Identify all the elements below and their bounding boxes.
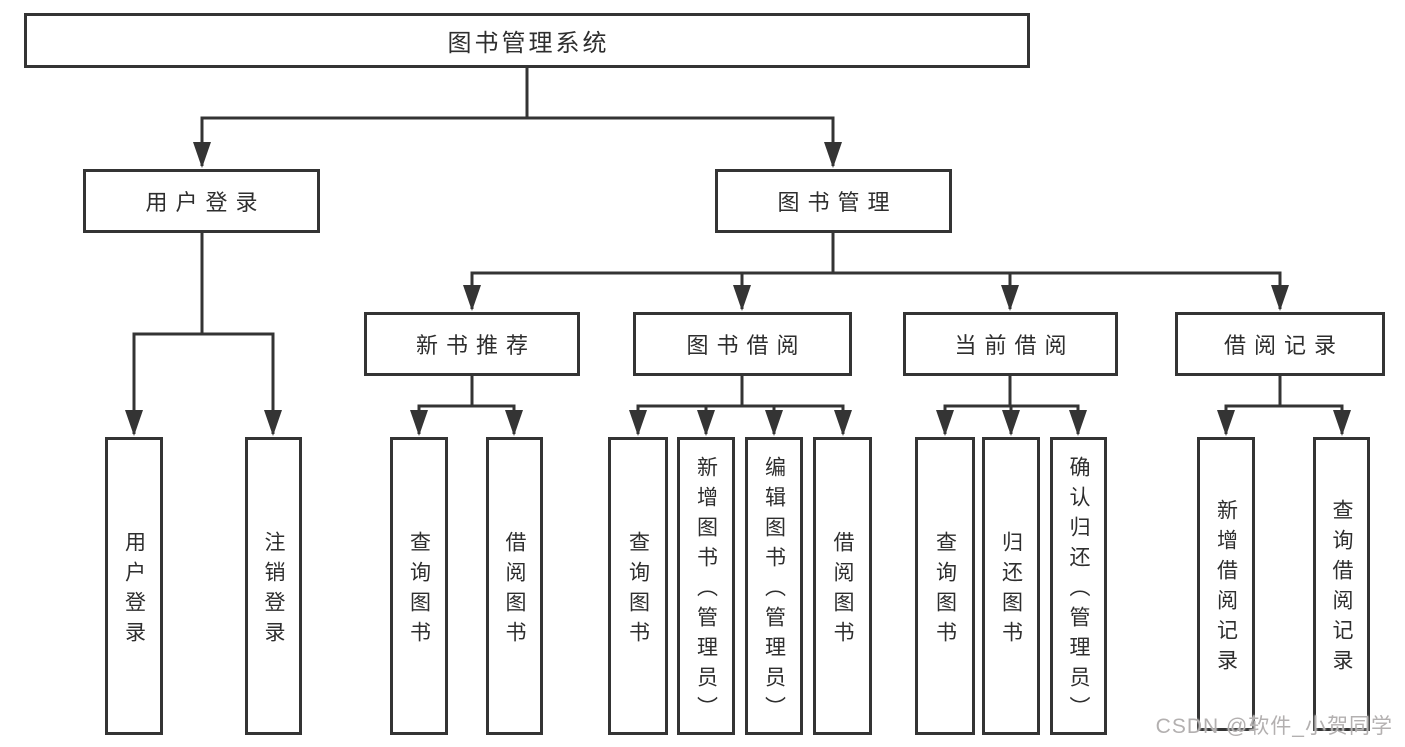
csdn-watermark: CSDN @软件_小贺同学: [1155, 715, 1393, 738]
edges-book-borrowing-to-leaves: [629, 376, 852, 436]
leaf-query-book-recommend: 查询图书: [390, 437, 448, 735]
leaf-add-book-admin-label: 新增图书（管理员）: [694, 455, 718, 726]
leaf-query-borrow-record-label: 查询借阅记录: [1330, 498, 1353, 679]
leaf-return-book: 归还图书: [982, 437, 1040, 735]
node-root-system: 图书管理系统: [24, 13, 1030, 68]
leaf-edit-book-admin: 编辑图书（管理员）: [745, 437, 803, 735]
edges-current-borrowing-to-leaves: [936, 376, 1087, 436]
node-user-login-label: 用户登录: [145, 190, 266, 215]
node-book-management-label: 图书管理: [777, 190, 898, 215]
leaf-query-book-current: 查询图书: [915, 437, 975, 735]
leaf-add-book-admin: 新增图书（管理员）: [677, 437, 735, 735]
node-book-borrowing-label: 图书借阅: [686, 333, 807, 358]
edges-borrowing-records-to-leaves: [1217, 376, 1351, 436]
leaf-borrow-book-recommend: 借阅图书: [486, 437, 543, 735]
leaf-return-book-label: 归还图书: [999, 530, 1023, 651]
edges-user-login-to-leaves: [125, 232, 282, 436]
edges-root-to-level2: [193, 68, 842, 168]
leaf-user-login-label: 用户登录: [122, 530, 146, 651]
leaf-add-borrow-record-label: 新增借阅记录: [1214, 498, 1238, 679]
leaf-confirm-return-admin: 确认归还（管理员）: [1050, 437, 1107, 735]
leaf-query-borrow-record: 查询借阅记录: [1313, 437, 1370, 731]
leaf-edit-book-admin-label: 编辑图书（管理员）: [762, 455, 786, 726]
leaf-logout: 注销登录: [245, 437, 302, 735]
node-new-book-recommend-label: 新书推荐: [415, 333, 536, 358]
node-current-borrowing-label: 当前借阅: [954, 333, 1075, 358]
node-current-borrowing: 当前借阅: [903, 312, 1118, 376]
leaf-borrow-book-label: 借阅图书: [831, 530, 854, 651]
node-book-borrowing: 图书借阅: [633, 312, 852, 376]
leaf-confirm-return-admin-label: 确认归还（管理员）: [1067, 455, 1090, 726]
node-root-system-label: 图书管理系统: [447, 30, 610, 57]
edges-book-management-to-level3: [463, 232, 1289, 311]
leaf-borrow-book: 借阅图书: [813, 437, 872, 735]
leaf-add-borrow-record: 新增借阅记录: [1197, 437, 1255, 731]
node-book-management: 图书管理: [715, 169, 952, 233]
leaf-query-book-borrowing-label: 查询图书: [626, 530, 650, 651]
node-borrowing-records-label: 借阅记录: [1223, 333, 1344, 358]
edges-new-book-recommend-to-leaves: [410, 376, 523, 436]
leaf-borrow-book-recommend-label: 借阅图书: [503, 530, 526, 651]
node-borrowing-records: 借阅记录: [1175, 312, 1385, 376]
leaf-query-book-current-label: 查询图书: [933, 530, 957, 651]
leaf-logout-label: 注销登录: [262, 530, 285, 651]
leaf-user-login: 用户登录: [105, 437, 163, 735]
node-new-book-recommend: 新书推荐: [364, 312, 580, 376]
leaf-query-book-recommend-label: 查询图书: [407, 530, 431, 651]
node-user-login: 用户登录: [83, 169, 320, 233]
leaf-query-book-borrowing: 查询图书: [608, 437, 668, 735]
